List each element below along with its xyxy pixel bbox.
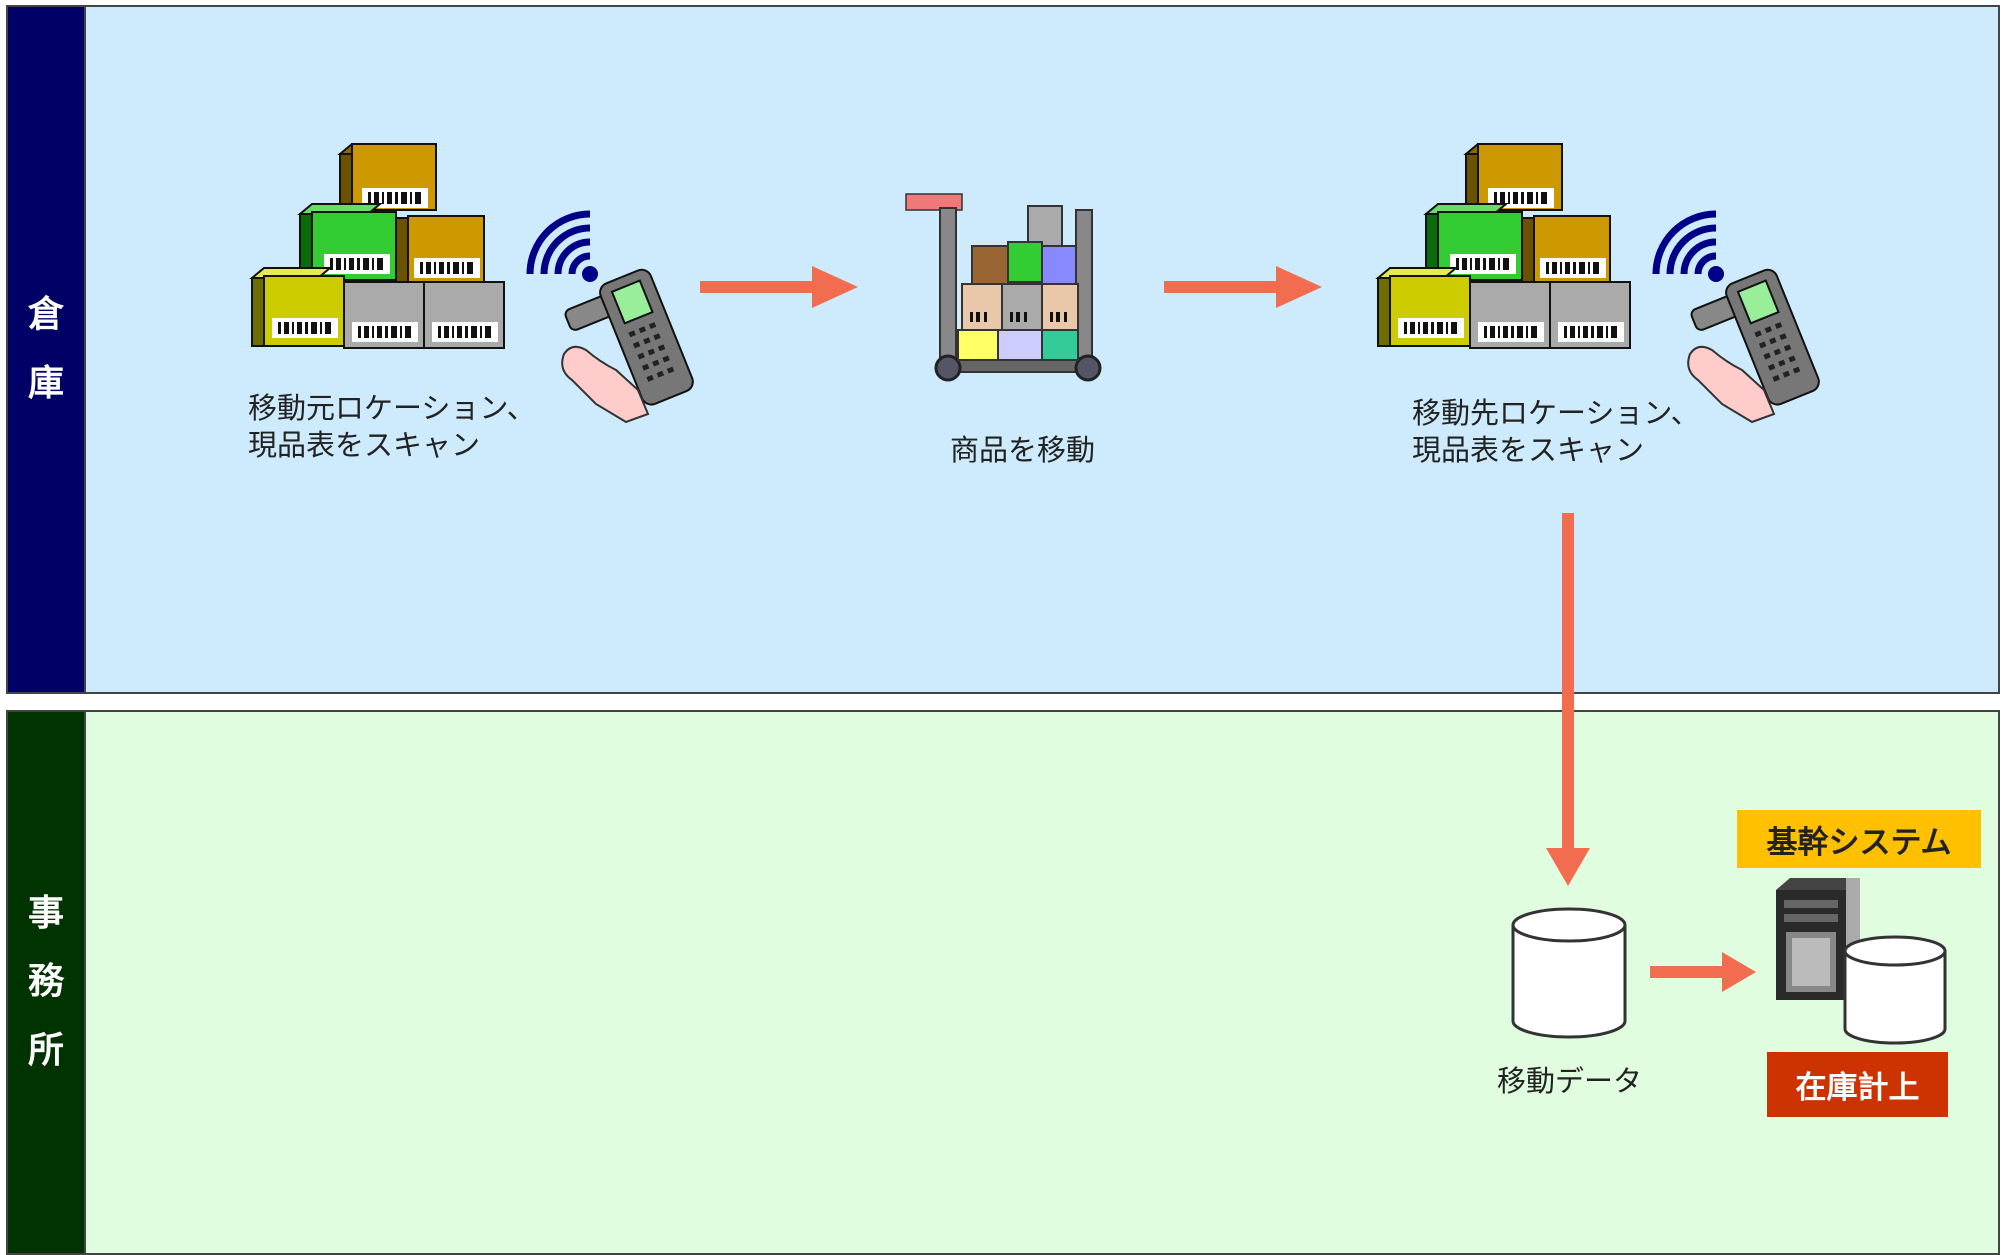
arrow-right-icon	[700, 266, 858, 308]
database-icon	[1843, 935, 1947, 1045]
arrow-right-icon	[1164, 266, 1322, 308]
lane-title-char: 事	[27, 893, 64, 934]
lane-header-office: 事 務 所	[8, 712, 86, 1253]
handheld-scanner-icon	[530, 214, 696, 423]
arrow-down-icon	[1546, 513, 1590, 886]
step-label-move-data: 移動データ	[1497, 1064, 1643, 1098]
arrow-right-icon	[1650, 952, 1756, 992]
lane-title-char: 庫	[27, 362, 64, 404]
lane-title-char: 務	[27, 961, 64, 1003]
box-stack-icon	[1378, 144, 1630, 348]
step-label-move-goods: 商品を移動	[950, 433, 1096, 467]
database-icon	[1511, 907, 1627, 1039]
lane-title-char: 倉	[27, 294, 64, 336]
lane-title-char: 所	[27, 1029, 64, 1071]
lane-header-warehouse: 倉 庫	[8, 7, 86, 692]
inventory-post-badge: 在庫計上	[1767, 1052, 1948, 1117]
box-stack-icon	[252, 144, 504, 348]
handheld-scanner-icon	[1656, 214, 1822, 423]
server-tower-icon	[1776, 878, 1860, 1000]
step-label-scan-source: 移動元ロケーション、 現品表をスキャン	[248, 391, 536, 462]
step-label-scan-dest: 移動先ロケーション、 現品表をスキャン	[1412, 396, 1700, 467]
core-system-badge: 基幹システム	[1737, 810, 1981, 868]
cart-icon	[905, 193, 1102, 382]
